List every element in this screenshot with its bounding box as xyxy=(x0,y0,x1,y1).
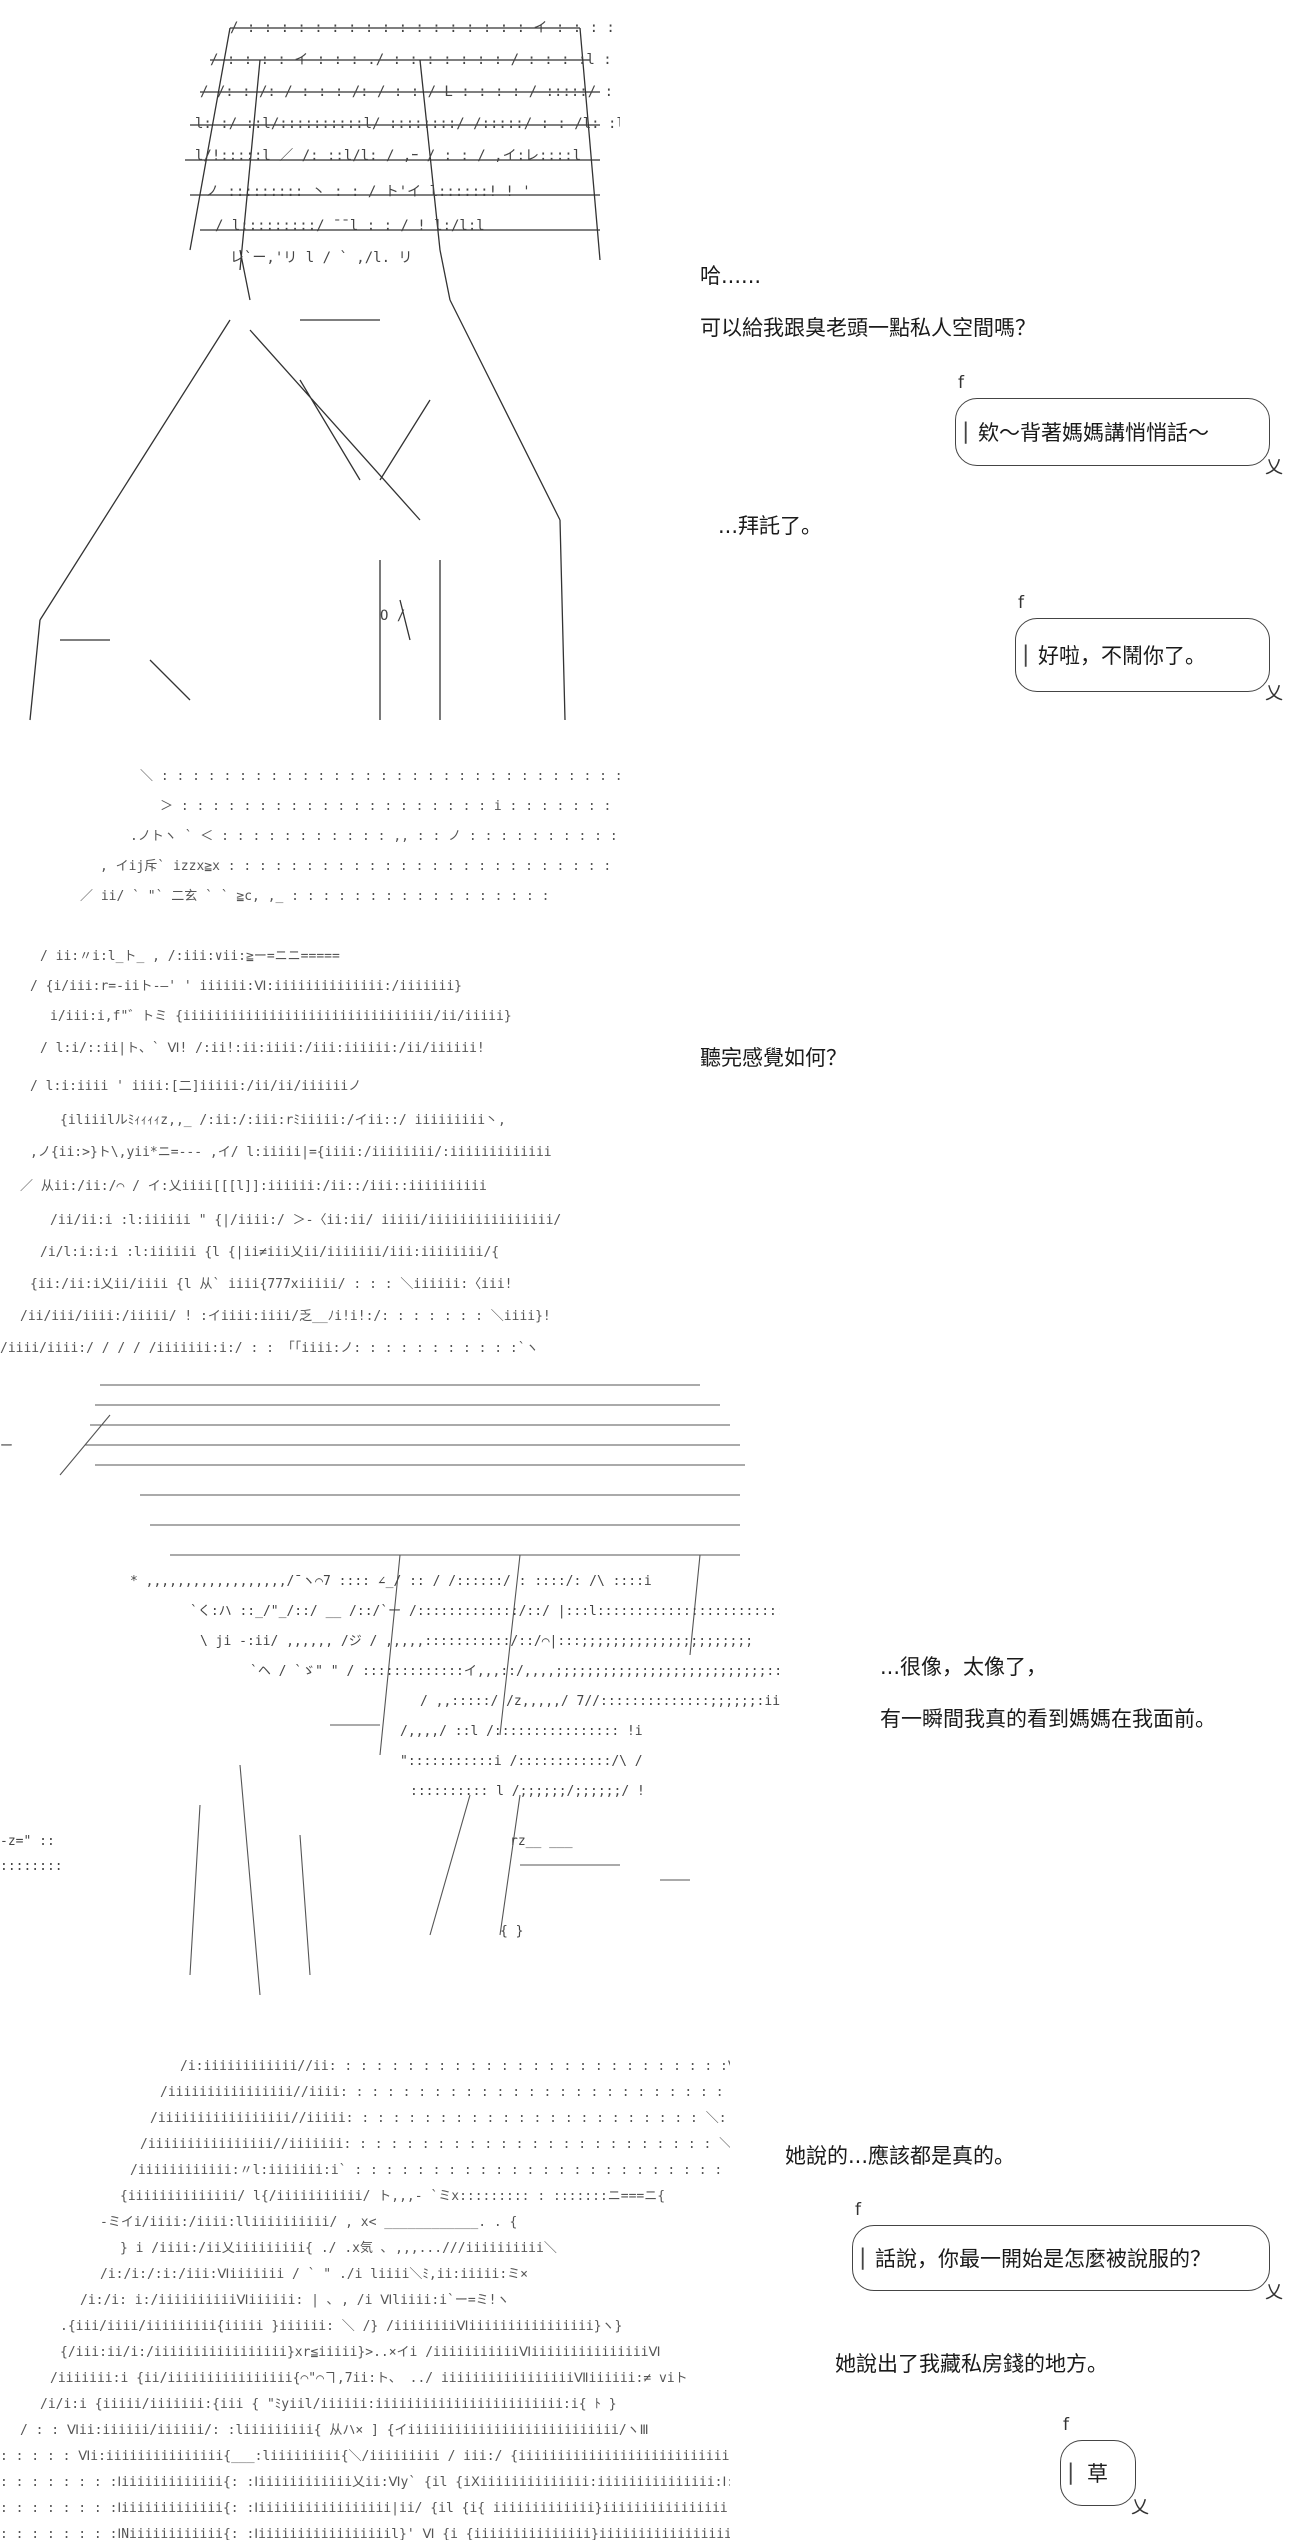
svg-text:/iiiiiiiiiiii:〃l:iiiiiii:i` :: /iiiiiiiiiiii:〃l:iiiiiii:i` : : : : : : … xyxy=(130,2163,730,2178)
svg-text:レ`ー,'リ l / ` ,/l. リ: レ`ー,'リ l / ` ,/l. リ xyxy=(230,250,412,266)
bubble-text: 好啦，不鬧你了。 xyxy=(1038,644,1206,668)
panel-3: ー * ,,,,,,,,,,,,,,,,,,/¯ヽ⌒7 :::: ∠_/ :: … xyxy=(0,1375,1300,2055)
svg-text:, イij斥` izzx≧x : : : : : : : :: , イij斥` izzx≧x : : : : : : : : : : : : :… xyxy=(100,859,620,874)
svg-text:rz__ ___: rz__ ___ xyxy=(510,1834,573,1849)
svg-text:/iiiiiiiiiiiiiiiii//iiiii: : :: /iiiiiiiiiiiiiiiii//iiiii: : : : : : : :… xyxy=(150,2111,730,2126)
svg-text:: : : : : : : :Ⅰiiiiiiiiiiiii{: : : : : : : : :Ⅰiiiiiiiiiiiii{: :Ⅰiiiiii… xyxy=(0,2501,730,2516)
svg-text:/,,,,/ ::l /::::::::::::::::: /,,,,/ ::l /:::::::::::::::: !i xyxy=(400,1724,643,1739)
panel-4: /i:iiiiiiiiiiii//ii: : : : : : : : : : :… xyxy=(0,2050,1300,2540)
svg-text:/iiiiiii:i {ii/iiiiiiiiiiiiiii: /iiiiiii:i {ii/iiiiiiiiiiiiiiii{⌒"⌒ヿ,7ii… xyxy=(50,2371,688,2386)
svg-text:* ,,,,,,,,,,,,,,,,,,/¯ヽ⌒7 ::::: * ,,,,,,,,,,,,,,,,,,/¯ヽ⌒7 :::: ∠_/ :: / … xyxy=(130,1574,652,1589)
ascii-art-girl-standing: / : : : : : : : : : : : : : : : : : イ : … xyxy=(0,0,620,740)
svg-text:: : : : : : : :ⅠNiiiiiiiiiiii{: : : : : : : : :ⅠNiiiiiiiiiiii{: :Ⅰiiiiii… xyxy=(0,2527,730,2540)
svg-text:`ヘ / `ゞ" " / :::::::::::::イ,,,: `ヘ / `ゞ" " / :::::::::::::イ,,,::/,,,,;;;… xyxy=(250,1664,780,1679)
svg-text:/iiii/iiii:/ / / / /iiiiiii:i:: /iiii/iiii:/ / / / /iiiiiii:i:/ : : 「「ii… xyxy=(0,1341,539,1356)
svg-text:-z=" ::: -z=" :: xyxy=(0,1834,55,1849)
svg-text:／ 从ii:/ii:/⌒ / イ:乂iiii[[[l]]:i: ／ 从ii:/ii:/⌒ / イ:乂iiii[[[l]]:iiiiii:/ii:… xyxy=(20,1179,487,1194)
bubble-top-mark: f xyxy=(1018,593,1024,613)
svg-text:::::::::: :::::::: xyxy=(0,1859,63,1874)
svg-text:/i/i:i {iiiii/iiiiiii:{iii { ": /i/i:i {iiiii/iiiiiii:{iii { "ﾐyiil/iiii… xyxy=(40,2397,617,2412)
svg-text:/ ii:〃i:l_ト_ , /:iii:∨ii:≧ー=: / ii:〃i:l_ト_ , /:iii:∨ii:≧ー=ニニ===== xyxy=(40,949,340,964)
svg-text:/i:/i:/:i:/iii:Ⅵiiiiiii / ` ": /i:/i:/:i:/iii:Ⅵiiiiiii / ` " ./i liiii＼… xyxy=(100,2267,528,2282)
speech-bubble-3: f | 話說，你最一開始是怎麼被說服的？ 乂 xyxy=(852,2200,1283,2303)
bubble-text: 話說，你最一開始是怎麼被說服的？ xyxy=(875,2247,1211,2271)
svg-text:/ : : : : イ : : : ./ : : : : :: / : : : : イ : : : ./ : : : : : : : / : :… xyxy=(210,52,620,68)
svg-text:: : : : : : : :Ⅰiiiiiiiiiiiii{: : : : : : : : :Ⅰiiiiiiiiiiiii{: :Ⅰiiiiii… xyxy=(0,2475,730,2490)
svg-text:/ii/iii/iiii:/iiiii/ ! :イiiii:: /ii/iii/iiii:/iiiii/ ! :イiiii:iiii/乏__ﾉi… xyxy=(20,1309,551,1324)
bubble-side-bar: | xyxy=(962,419,970,445)
svg-text:/ l:i/::ii|ト、` Ⅵ! /:ii!:ii:iii: / l:i/::ii|ト、` Ⅵ! /:ii!:ii:iiii:/iii:iii… xyxy=(40,1041,485,1056)
svg-text:/ {i/iii:r=-iiト-―' ' iiiiii:Ⅵ:: / {i/iii:r=-iiト-―' ' iiiiii:Ⅵ:iiiiiiiiii… xyxy=(30,979,462,994)
bubble-tail: 乂 xyxy=(1265,2282,1283,2303)
svg-text:,ノ{ii:>}ト\,yii*ニ=--- ,イ/ l:iii: ,ノ{ii:>}ト\,yii*ニ=--- ,イ/ l:iiiii|={iiii:… xyxy=(30,1145,552,1160)
panel-2: ＼ : : : : : : : : : : : : : : : : : : : … xyxy=(0,760,1300,1360)
svg-text:{/iii:ii/i:/iiiiiiiiiiiiiiiii}: {/iii:ii/i:/iiiiiiiiiiiiiiiii}xr≦iiiii}>… xyxy=(60,2345,661,2360)
svg-text:":::::::::::i /::::::::::::/\: ":::::::::::i /::::::::::::/\ / xyxy=(400,1754,643,1769)
svg-text:＞ : : : : : : : : : : : : : :: ＞ : : : : : : : : : : : : : : : : : : : … xyxy=(160,799,620,814)
bubble-side-bar: | xyxy=(1022,642,1030,668)
svg-text:{iliiilルﾐｨｨｨｨz,,_ /:ii:/:iii:r: {iliiilルﾐｨｨｨｨz,,_ /:ii:/:iii:rﾐiiiii:/イi… xyxy=(60,1113,506,1128)
svg-text:O /: O / xyxy=(380,608,405,624)
svg-text:/ l:i:iiii ' iiii:[二]iiiii:/ii: / l:i:iiii ' iiii:[二]iiiii:/ii/ii/iiiiii… xyxy=(30,1079,361,1094)
bubble-top-mark: f xyxy=(1063,2415,1069,2435)
svg-text:l/!:::::l ／ /: ::l/l: / ,ｰ / :: l/!:::::l ／ /: ::l/l: / ,ｰ / : : / ,イ:レ:… xyxy=(195,148,581,164)
svg-text:{ }: { } xyxy=(500,1924,523,1939)
speech-bubble-4: f | 草 乂 xyxy=(1060,2415,1149,2518)
speech-bubble-1: f | 欸～背著媽媽講悄悄話～ 乂 xyxy=(955,373,1283,478)
svg-text:/i/l:i:i:i :l:iiiiii {l {|ii≠i: /i/l:i:i:i :l:iiiiii {l {|ii≠iii乂ii/iiii… xyxy=(40,1245,499,1260)
svg-text::::::::::: l /;;;;;;/;;;;;;/: :::::::::: l /;;;;;;/;;;;;;/ ! xyxy=(410,1784,645,1799)
svg-text:.{iii/iiii/iiiiiiiii{iiiii }ii: .{iii/iiii/iiiiiiiii{iiiii }iiiiii: ＼ /}… xyxy=(60,2319,622,2334)
svg-text:\ ji -:ii/ ,,,,,, /ジ / ,,,,,::: \ ji -:ii/ ,,,,,, /ジ / ,,,,,:::::::::::/… xyxy=(200,1634,753,1649)
svg-text:/ /: : /: / : : : /: / : : / L: / /: : /: / : : : /: / : : / L : : : : /… xyxy=(200,84,620,100)
svg-text:ー: ー xyxy=(0,1439,13,1454)
bubble-tail: 乂 xyxy=(1265,457,1283,478)
narration-7: 她說的...應該都是真的。 xyxy=(785,2144,1016,2168)
svg-text:／ ii/ ` "` 二玄 ` ` ≧c, ,_ : :: ／ ii/ ` "` 二玄 ` ` ≧c, ,_ : : : : : : : :… xyxy=(80,889,549,904)
bubble-side-bar: | xyxy=(859,2245,867,2271)
speech-bubble-2: f | 好啦，不鬧你了。 乂 xyxy=(1015,593,1283,704)
svg-text:: : : : : Ⅵi:iiiiiiiiiiiiiii{_: : : : : : Ⅵi:iiiiiiiiiiiiiii{___:liiiiii… xyxy=(0,2449,730,2464)
svg-text:＼ : : : : : : : : : : : : : :: ＼ : : : : : : : : : : : : : : : : : : : … xyxy=(140,769,620,784)
bubble-top-mark: f xyxy=(855,2200,861,2220)
ascii-art-boy-staring: ー * ,,,,,,,,,,,,,,,,,,/¯ヽ⌒7 :::: ∠_/ :: … xyxy=(0,1375,780,2055)
narration-6: 有一瞬間我真的看到媽媽在我面前。 xyxy=(880,1707,1216,1731)
svg-text:l: :/ ::l/::::::::::l/ :::::::: l: :/ ::l/::::::::::l/ ::::::::/ /:::::/… xyxy=(195,116,620,132)
ascii-art-girl-closeup: ＼ : : : : : : : : : : : : : : : : : : : … xyxy=(0,760,620,1360)
narration-8: 她說出了我藏私房錢的地方。 xyxy=(835,2352,1108,2376)
narration-2: 可以給我跟臭老頭一點私人空間嗎？ xyxy=(700,316,1036,340)
svg-text:i/iii:i,f"゛トミ {iiiiiiiiiiiiiii: i/iii:i,f"゛トミ {iiiiiiiiiiiiiiiiiiiiiiiii… xyxy=(50,1009,512,1024)
narration-3: ...拜託了。 xyxy=(718,514,823,538)
bubble-top-mark: f xyxy=(958,373,964,393)
svg-text:ノ ::::::::: 丶 : : / ト'イ l:::::: ノ ::::::::: 丶 : : / ト'イ l::::::! ! ' xyxy=(205,184,531,200)
narration-4: 聽完感覺如何？ xyxy=(700,1046,847,1070)
svg-text:/iiiiiiiiiiiiiiii//iiii: : : :: /iiiiiiiiiiiiiiii//iiii: : : : : : : : :… xyxy=(160,2085,730,2100)
svg-text:/ii/ii:i :l:iiiiii " {|/iiii:/: /ii/ii:i :l:iiiiii " {|/iiii:/ ＞-〈ii:ii/… xyxy=(50,1213,561,1228)
svg-text:{iiiiiiiiiiiiii/ l{/iiiiiiiiii: {iiiiiiiiiiiiii/ l{/iiiiiiiiiii/ ト,,,- `… xyxy=(120,2189,665,2204)
svg-text:-ミイi/iiii:/iiii:lliiiiiiiiii/: -ミイi/iiii:/iiii:lliiiiiiiiii/ , x< _____… xyxy=(100,2215,517,2230)
svg-text:/i:iiiiiiiiiiii//ii: : : : : :: /i:iiiiiiiiiiii//ii: : : : : : : : : : :… xyxy=(180,2059,730,2074)
svg-text:.ノトヽ ` ＜ : : : : : : : : : : :: .ノトヽ ` ＜ : : : : : : : : : : : ,, : : ノ … xyxy=(130,829,620,844)
svg-text:/iiiiiiiiiiiiiiii//iiiiiii: :: /iiiiiiiiiiiiiiii//iiiiiii: : : : : : : … xyxy=(140,2137,730,2152)
svg-text:`く:ハ ::_/"_/::/ __ /::/`ー /:::: `く:ハ ::_/"_/::/ __ /::/`ー /:::::::::::::… xyxy=(190,1604,780,1619)
svg-text:/ : : Ⅵii:iiiiii/iiiiii/: :lii: / : : Ⅵii:iiiiii/iiiiii/: :liiiiiiiii{ 从… xyxy=(20,2423,649,2438)
svg-text:{ii:/ii:i乂ii/iiii {l 从` iiii{7: {ii:/ii:i乂ii/iiii {l 从` iiii{777xiiiii/ … xyxy=(30,1277,512,1292)
bubble-text: 草 xyxy=(1087,2462,1108,2486)
narration-5: ...很像，太像了， xyxy=(880,1655,1048,1679)
bubble-tail: 乂 xyxy=(1265,683,1283,704)
bubble-side-bar: | xyxy=(1067,2460,1075,2486)
svg-text:/ : : : : : : : : : : : : : :: / : : : : : : : : : : : : : : : : : イ : … xyxy=(230,20,620,36)
svg-text:} i /iiii:/ii乂iiiiiiiii{ ./ .x: } i /iiii:/ii乂iiiiiiiii{ ./ .x気 ､ ,,,...… xyxy=(120,2240,557,2256)
svg-text:/ l:::::::::/ ¯¯l : : / ! l:/l: / l:::::::::/ ¯¯l : : / ! l:/l:l xyxy=(215,218,485,234)
panel-1: / : : : : : : : : : : : : : : : : : イ : … xyxy=(0,0,1300,740)
bubble-text: 欸～背著媽媽講悄悄話～ xyxy=(978,421,1209,445)
svg-text:/i:/i: i:/iiiiiiiiiiⅥiiiiii: |: /i:/i: i:/iiiiiiiiiiⅥiiiiii: | ､ , /i Ⅵl… xyxy=(80,2293,510,2308)
ascii-art-two-figures: /i:iiiiiiiiiiii//ii: : : : : : : : : : :… xyxy=(0,2050,730,2540)
narration-1: 哈...... xyxy=(700,264,762,288)
svg-text:/ ,,:::::/ /z,,,,,/ 7//:::::::: / ,,:::::/ /z,,,,,/ 7//::::::::::::::;;;… xyxy=(420,1694,780,1709)
bubble-tail: 乂 xyxy=(1131,2497,1149,2518)
